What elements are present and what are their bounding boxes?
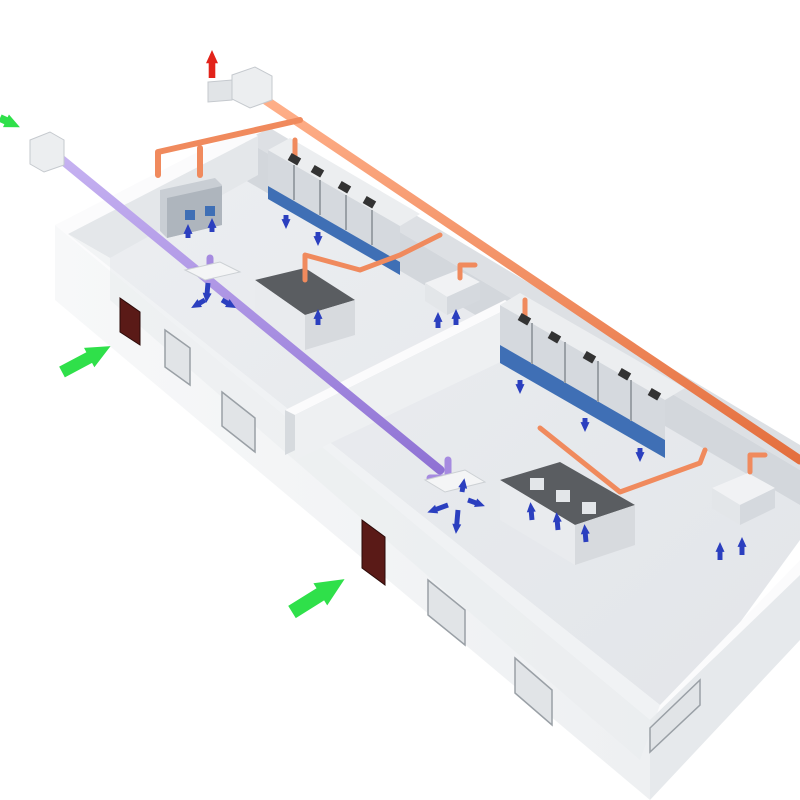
lab-bench-lower [500,462,635,565]
exhaust-branch-bench-lower [537,425,708,495]
airflow-arrow-hood-lower-down-1 [515,380,525,394]
front-wall-inner [68,234,660,760]
exhaust-hood-upper [425,270,480,315]
airflow-arrow-hood-lower-down-2 [580,418,590,432]
storage-cabinet [160,178,222,238]
fan-boxes [29,66,273,173]
upper-room [160,138,480,350]
windows [164,328,701,754]
fresh-air-arrow-2 [59,346,111,378]
window-5 [649,678,701,754]
window-2 [221,390,256,454]
airflow-arrow-lower-supply-right [467,497,485,507]
exhaust-hood-lower [712,473,775,525]
supply-duct-network [45,145,487,493]
airflow-arrow-upper-hood-up-1 [433,312,443,328]
airflow-arrow-hood-upper-down-2 [313,232,323,246]
airflow-arrow-upper-supply-down-1 [202,282,212,303]
exhaust-branch-hood-upper [457,262,478,281]
airflow-arrow-upper-storage-up-2 [207,218,217,232]
supply-diffuser-upper [183,261,242,281]
fresh-air-arrow-1 [0,114,20,128]
door-1 [119,297,141,346]
fresh-air-arrow-3 [288,579,345,619]
airflow-arrow-lower-bench-up-3 [580,524,590,543]
doors [119,297,386,586]
airflow-arrow-hood-lower-down-3 [635,448,645,462]
lower-room [500,293,775,565]
airflow-arrow-upper-supply-right [220,297,236,308]
airflow-arrow-lower-supply-up [458,478,468,493]
airflow-arrow-lower-hood-up-1 [715,542,725,560]
front-wall-edge [650,575,800,800]
airflow-arrow-upper-storage-up-1 [183,224,193,238]
supply-diffuser-lower [423,469,487,493]
window-4 [514,656,553,727]
airflow-arrow-lower-supply-left [427,502,449,514]
fume-hoods-lower [500,293,685,458]
airflow-arrows [0,50,747,619]
supply-fan-box-icon [29,131,65,173]
window-3 [427,578,466,647]
airflow-arrow-lower-bench-up-2 [552,512,562,531]
partition-wall-face [295,305,515,460]
airflow-arrow-hood-upper-down-1 [281,215,291,229]
airflow-arrow-lower-bench-up-1 [526,502,536,521]
supply-main-duct [45,145,445,475]
exhaust-arrow [206,50,218,78]
exhaust-main-duct [253,90,800,465]
airflow-arrow-upper-bench-up [313,309,323,325]
lab-bench-upper [255,268,355,350]
airflow-arrow-upper-hood-up-2 [451,309,461,325]
window-1 [164,328,191,387]
airflow-arrow-lower-hood-up-2 [737,537,747,555]
exhaust-duct-network [155,90,800,495]
exhaust-branch-upper-left [155,117,303,178]
exhaust-branch-hood-lower [747,452,768,475]
exhaust-fan-box-icon [207,66,273,109]
left-wall-top [55,128,258,234]
airflow-arrow-lower-supply-down [452,509,462,534]
airflow-arrow-upper-supply-left [191,297,207,308]
exhaust-branch-bench-upper [302,232,443,283]
door-2 [361,519,386,586]
fume-hoods-upper [268,138,420,275]
